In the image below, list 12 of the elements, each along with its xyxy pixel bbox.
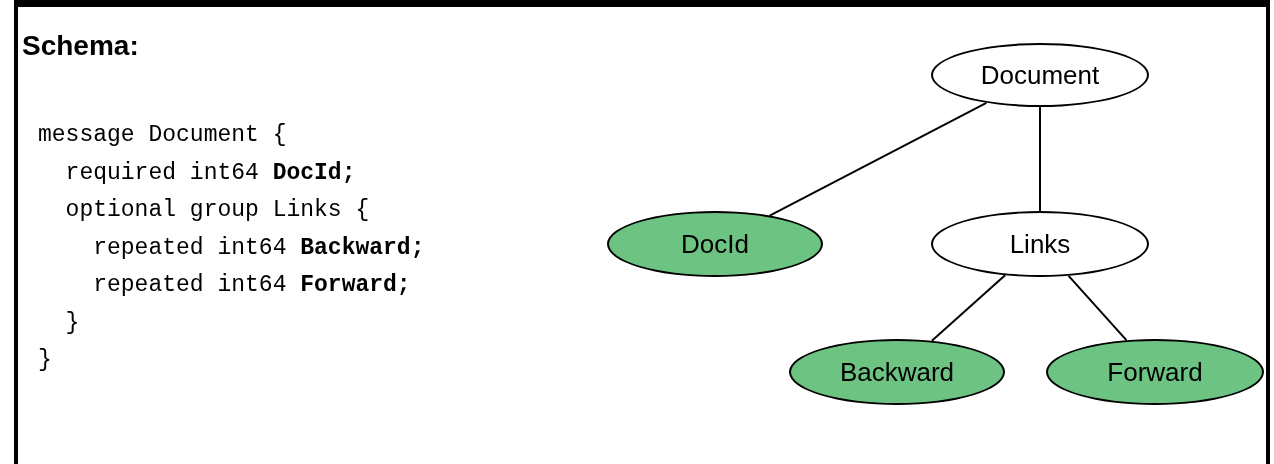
code-line: optional group Links { [64,196,370,225]
code-line: message Document { [38,121,287,150]
heading: Schema: [22,30,139,62]
code-line: repeated int64 Forward; [92,271,411,300]
connector-line [1067,274,1128,342]
code-line: required int64 DocId; [64,158,356,188]
code-line: } [64,308,80,338]
connector-line [768,101,988,217]
code-line: } [38,346,52,375]
connector-line [930,274,1007,342]
connector-line [1039,106,1041,212]
code-line: repeated int64 Backward; [92,233,425,263]
